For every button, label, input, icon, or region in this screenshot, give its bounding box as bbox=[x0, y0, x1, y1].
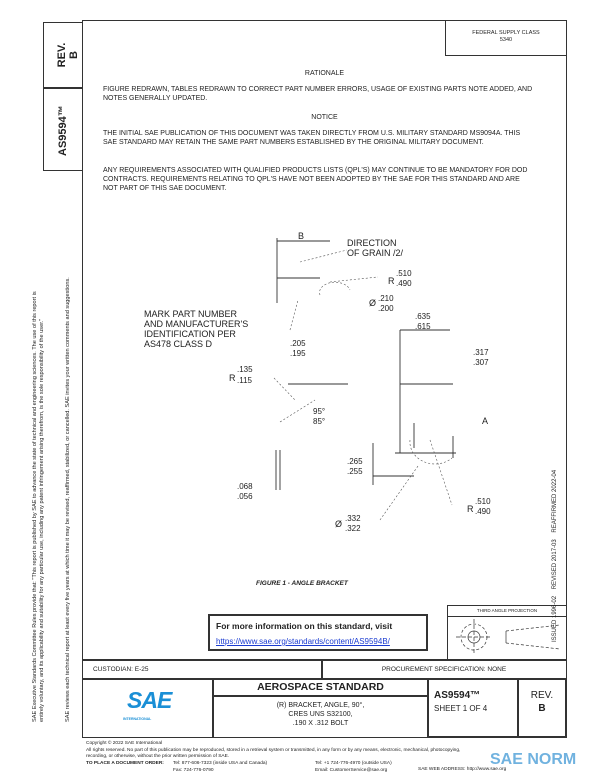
mark-note-2: AND MANUFACTURER'S bbox=[144, 319, 248, 329]
sheet-number: SHEET 1 OF 4 bbox=[434, 704, 488, 713]
dim-068-lo: .056 bbox=[237, 492, 253, 501]
procurement-label: PROCUREMENT SPECIFICATION: NONE bbox=[381, 666, 507, 673]
doc-number: AS9594™ bbox=[434, 690, 481, 701]
dim-b: B bbox=[298, 231, 304, 241]
dim-dia2-lo: .322 bbox=[345, 524, 361, 533]
mark-note-3: IDENTIFICATION PER bbox=[144, 329, 236, 339]
standard-link[interactable]: https://www.sae.org/standards/content/AS… bbox=[216, 637, 390, 646]
dim-r1-lo: .490 bbox=[396, 279, 412, 288]
dim-r1-prefix: R bbox=[388, 276, 395, 286]
dim-a: A bbox=[482, 416, 488, 426]
grain-label-2: OF GRAIN /2/ bbox=[347, 248, 404, 258]
footer-copyright: Copyright © 2022 SAE International bbox=[86, 741, 163, 746]
notice-para-2: ANY REQUIREMENTS ASSOCIATED WITH QUALIFI… bbox=[103, 167, 528, 192]
sae-norm-watermark: SAE NORM bbox=[490, 751, 577, 768]
footer-order: TO PLACE A DOCUMENT ORDER: bbox=[86, 761, 164, 766]
dim-dia2-hi: .332 bbox=[345, 514, 361, 523]
standard-type: AEROSPACE STANDARD bbox=[257, 681, 384, 693]
figure-caption: FIGURE 1 - ANGLE BRACKET bbox=[256, 580, 349, 587]
rationale-heading: RATIONALE bbox=[304, 70, 345, 77]
dim-265-lo: .255 bbox=[347, 467, 363, 476]
info-box: For more information on this standard, v… bbox=[208, 614, 428, 651]
footer-rights-2: recording, or otherwise, without the pri… bbox=[86, 754, 230, 759]
footer-web: SAE WEB ADDRESS: http://www.sae.org bbox=[418, 767, 507, 772]
dim-265-hi: .265 bbox=[347, 457, 363, 466]
projection-box: THIRD ANGLE PROJECTION bbox=[447, 605, 567, 661]
title-cell: (R) BRACKET, ANGLE, 90°, CRES UNS S32100… bbox=[212, 695, 429, 738]
rationale-text: FIGURE REDRAWN, TABLES REDRAWN TO CORREC… bbox=[103, 86, 533, 102]
custodian-cell: CUSTODIAN: E-25 bbox=[82, 659, 323, 680]
dim-635-hi: .635 bbox=[415, 312, 431, 321]
custodian-label: CUSTODIAN: E-25 bbox=[93, 666, 149, 673]
title-line-3: .190 X .312 BOLT bbox=[292, 720, 349, 727]
title-line-2: CRES UNS S32100, bbox=[288, 711, 353, 718]
dim-068-hi: .068 bbox=[237, 482, 253, 491]
mark-note-4: AS478 CLASS D bbox=[144, 339, 213, 349]
document-history: ISSUED 1996-02 REVISED 2017-03 REAFFIRME… bbox=[552, 469, 558, 642]
angle-bracket-figure: B DIRECTION OF GRAIN /2/ R .510 .490 Ø .… bbox=[144, 231, 491, 587]
dim-r3-lo: .490 bbox=[475, 507, 491, 516]
fsc-label: FEDERAL SUPPLY CLASS bbox=[472, 30, 540, 36]
footer-fax: Fax: 724-776-0790 bbox=[173, 767, 214, 773]
dim-dia1-prefix: Ø bbox=[369, 298, 376, 308]
dim-317-hi: .317 bbox=[473, 348, 489, 357]
angle-hi: 95° bbox=[313, 407, 325, 416]
dim-dia2-prefix: Ø bbox=[335, 519, 342, 529]
dim-dia1-hi: .210 bbox=[378, 294, 394, 303]
notice-para-1: THE INITIAL SAE PUBLICATION OF THIS DOCU… bbox=[103, 130, 521, 146]
grain-label-1: DIRECTION bbox=[347, 238, 397, 248]
sae-logo-sub: INTERNATIONAL bbox=[123, 717, 152, 721]
dim-r2-hi: .135 bbox=[237, 365, 253, 374]
dim-r3-prefix: R bbox=[467, 504, 474, 514]
fsc-box: FEDERAL SUPPLY CLASS 5340 bbox=[445, 20, 567, 56]
dim-r1-hi: .510 bbox=[396, 269, 412, 278]
dim-r2-lo: .115 bbox=[237, 376, 253, 385]
mark-note-1: MARK PART NUMBER bbox=[144, 309, 238, 319]
footer-tel-1: Tel: 877-606-7323 (inside USA and Canada… bbox=[173, 761, 268, 766]
footer-rights: All rights reserved. No part of this pub… bbox=[86, 747, 461, 753]
doc-number-cell: AS9594™ SHEET 1 OF 4 bbox=[427, 678, 519, 738]
angle-lo: 85° bbox=[313, 417, 325, 426]
footer-tel-2: Tel: +1 724-776-4970 (outside USA) bbox=[315, 761, 392, 766]
footer-email: Email: CustomerService@sae.org bbox=[315, 767, 388, 773]
info-text: For more information on this standard, v… bbox=[216, 621, 393, 631]
rev-cell-value: B bbox=[538, 703, 546, 714]
sae-logo: SAE bbox=[127, 687, 172, 713]
rev-cell: REV. B bbox=[517, 678, 567, 738]
projection-symbol-icon bbox=[456, 619, 561, 655]
fsc-value: 5340 bbox=[499, 37, 513, 43]
dim-635-lo: .615 bbox=[415, 322, 431, 331]
dim-317-lo: .307 bbox=[473, 358, 489, 367]
logo-cell: SAE INTERNATIONAL bbox=[82, 678, 214, 738]
dim-205-lo: .195 bbox=[290, 349, 306, 358]
dim-dia1-lo: .200 bbox=[378, 304, 394, 313]
procurement-cell: PROCUREMENT SPECIFICATION: NONE bbox=[321, 659, 567, 680]
dim-r2-prefix: R bbox=[229, 373, 236, 383]
dim-205-hi: .205 bbox=[290, 339, 306, 348]
projection-label: THIRD ANGLE PROJECTION bbox=[448, 606, 566, 617]
title-line-1: (R) BRACKET, ANGLE, 90°, bbox=[276, 702, 365, 709]
main-frame bbox=[82, 20, 567, 661]
rev-cell-label: REV. bbox=[530, 690, 554, 701]
notice-heading: NOTICE bbox=[311, 114, 338, 121]
dim-r3-hi: .510 bbox=[475, 497, 491, 506]
